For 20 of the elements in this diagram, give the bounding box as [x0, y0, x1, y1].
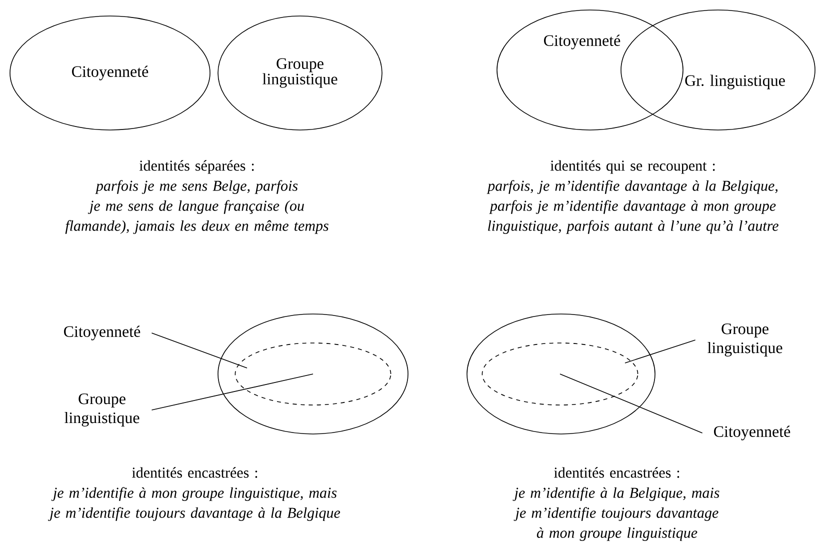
- leader-label: Citoyenneté: [714, 426, 790, 440]
- nested-ellipse: [482, 342, 638, 406]
- leader-label: Groupe linguistique: [64, 393, 140, 426]
- nested-ellipse: [234, 342, 392, 406]
- caption-text: parfois, je m’identifie davantage à la Belgique, parfois je m’identifie davantage à mon groupe linguistique, parfois autant à l’une qu’à l’autre: [486, 180, 778, 234]
- caption-heading: identités séparées :: [139, 160, 254, 174]
- caption-heading: identités encastrées :: [554, 467, 680, 478]
- leader-line: [560, 374, 703, 434]
- ellipse: [466, 314, 656, 434]
- leader-line: [151, 332, 248, 368]
- leader-label: Citoyenneté: [64, 326, 140, 340]
- leader-line: [624, 340, 696, 364]
- caption-text: parfois je me sens Belge, parfois je me sens de langue française (ou flamande), jamais les deux en même temps: [65, 180, 328, 234]
- leader-line: [151, 374, 314, 410]
- leader-label: Groupe linguistique: [708, 323, 782, 356]
- caption-text: je m’identifie à la Belgique, mais je m’identifie toujours davantage à mon groupe linguistique: [512, 487, 720, 541]
- ellipse: [218, 314, 408, 434]
- caption-heading: identités qui se recoupent :: [550, 160, 715, 174]
- caption-text: je m’identifie à mon groupe linguistique, mais je m’identifie toujours davantage à la Belgique: [48, 487, 340, 521]
- caption-heading: identités encastrées :: [132, 467, 258, 478]
